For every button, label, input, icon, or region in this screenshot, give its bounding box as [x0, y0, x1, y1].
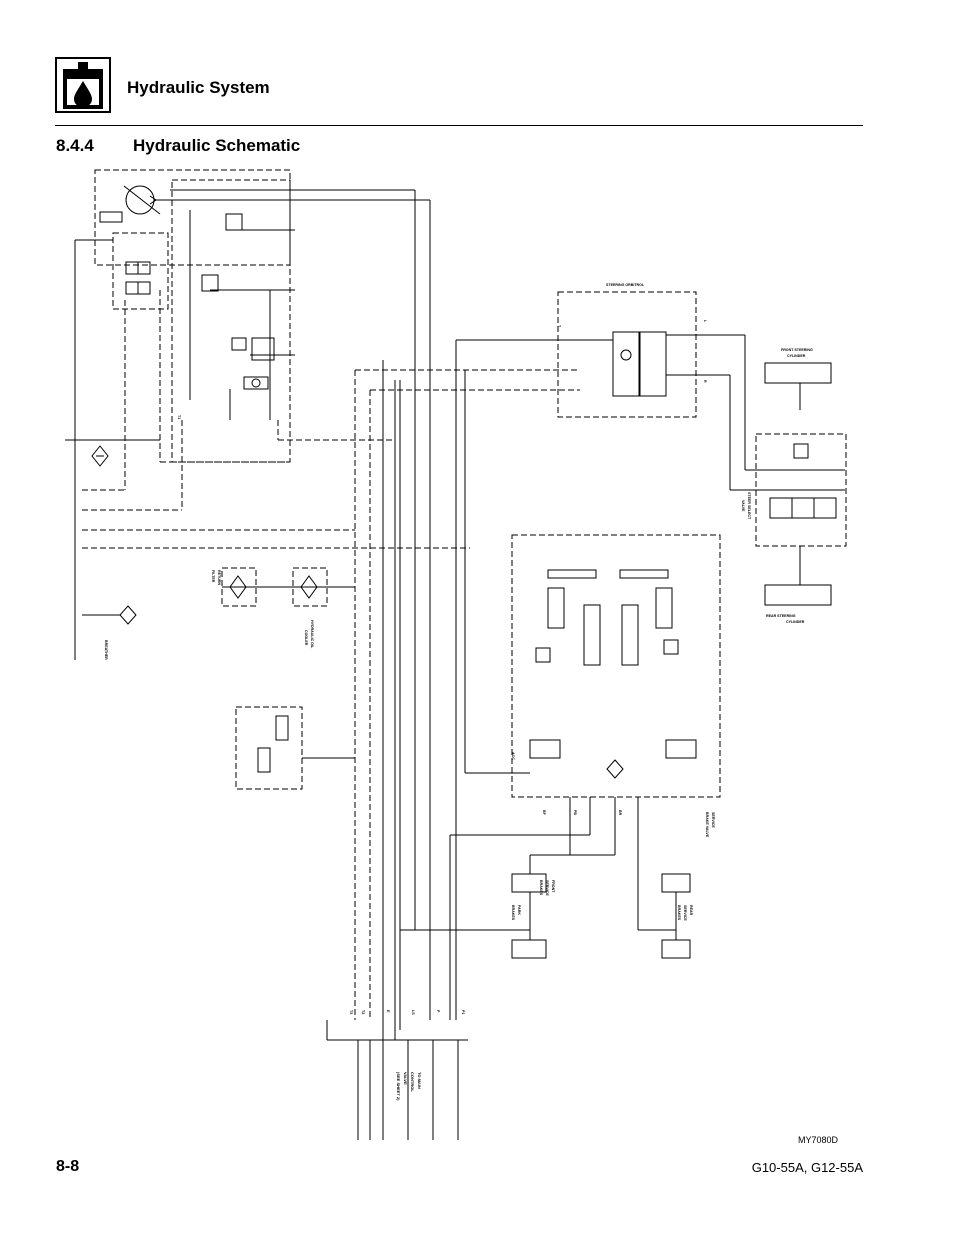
port-p-label: P1 [461, 1010, 465, 1014]
port-br-label: BR [618, 810, 622, 816]
pump-assembly [94, 169, 431, 1020]
page-number: 8-8 [56, 1158, 80, 1175]
port-r-steer-label: R [703, 380, 707, 383]
front-cylinder-label: FRONT STEERING [781, 348, 813, 352]
return-filter [82, 445, 137, 625]
port-bf-label: BF [542, 810, 546, 816]
priority-valve-block [171, 179, 295, 463]
subsection-number: 8.4.4 [56, 136, 94, 155]
port-acc-label: ACC [511, 752, 515, 760]
solenoid-valve-block [65, 232, 169, 660]
steering-orbitrol [455, 291, 746, 1020]
rear-brakes-label-2: SERVICE [683, 905, 687, 921]
main-control-label-2: CONTROL [410, 1072, 415, 1092]
front-brakes-label-2: SERVICE [545, 880, 549, 896]
steering-orbitrol-label: STEERING ORBITROL [606, 283, 645, 287]
front-steering-cylinder [764, 362, 832, 410]
hydraulic-schematic-diagram: STEERING ORBITROL FRONT STEERING CYLINDE… [65, 169, 847, 1140]
rear-steering-cylinder [764, 546, 832, 606]
main-control-label-4: (SEE SHEET 2) [396, 1072, 401, 1101]
accumulator-block [235, 706, 355, 790]
steer-select-label-2: VALVE [741, 500, 745, 512]
port-l-steer-label: L [703, 320, 707, 323]
service-brake-valve-block [449, 370, 721, 1020]
service-brake-label: SERVICE [711, 812, 715, 828]
return-filter-label-2: FILTER [211, 570, 215, 583]
steer-select-valve [730, 433, 847, 547]
rear-cylinder-label: REAR STEERING [766, 614, 796, 618]
port-t1-label: T1 [177, 415, 181, 419]
port-e-label: E [386, 1010, 390, 1013]
rear-brakes-label: REAR [689, 905, 693, 916]
return-filter-label: RETURN [217, 570, 221, 585]
figure-id: MY7080D [798, 1135, 839, 1145]
oil-cooler-assembly [221, 567, 355, 607]
model-numbers: G10-55A, G12-55A [751, 1160, 863, 1175]
cooler-label: HYDRAULIC OIL [310, 620, 314, 649]
breather-label: BREATHER [104, 640, 108, 660]
port-ls-label: LS [411, 1010, 415, 1015]
rear-brakes-label-3: BRAKES [677, 905, 681, 921]
service-brake-label-2: BRAKE VALVE [705, 812, 709, 838]
header-divider [55, 125, 863, 126]
cooler-label-2: COOLER [304, 630, 308, 646]
port-pb-label: PB [573, 810, 577, 815]
section-title: Hydraulic System [127, 78, 270, 97]
main-control-label-3: VALVE [403, 1072, 408, 1085]
port-t3-label: T3 [349, 1010, 353, 1014]
main-control-label: TO MAIN [417, 1072, 422, 1089]
rear-cylinder-label-2: CYLINDER [786, 620, 805, 624]
return-lines [82, 290, 580, 1020]
port-t2-label: T2 [361, 1010, 365, 1014]
port-t-label: T [557, 325, 561, 328]
hydraulic-oil-drop-icon [55, 57, 111, 113]
main-control-bundle [326, 360, 468, 1140]
park-brakes-label: PARK [517, 905, 521, 915]
steer-select-label: STEER SELECT [747, 492, 751, 520]
front-service-brakes [399, 380, 615, 1030]
subsection-title: Hydraulic Schematic [133, 136, 301, 155]
front-brakes-label-3: BRAKES [539, 880, 543, 896]
park-brakes-label-2: BRAKES [511, 905, 515, 921]
port-l-label: P [436, 1010, 440, 1013]
front-cylinder-label-2: CYLINDER [787, 354, 806, 358]
front-brakes-label: FRONT [551, 880, 555, 893]
rear-service-brakes [638, 873, 691, 959]
